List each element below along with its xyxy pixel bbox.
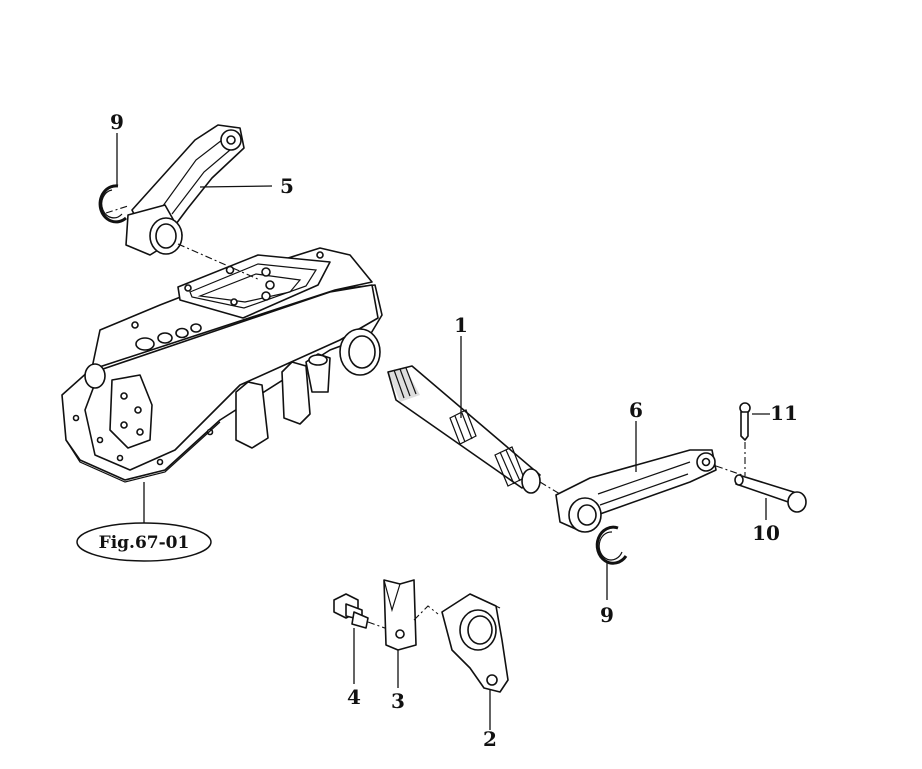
- part-3-plate: [383, 579, 417, 651]
- part-10-pin: [734, 474, 807, 513]
- callout-2[interactable]: 2: [483, 727, 497, 751]
- part-6-alignment-line: [715, 465, 743, 476]
- lift-cover-housing: [61, 247, 383, 483]
- callout-6[interactable]: 6: [629, 398, 643, 422]
- callout-4[interactable]: 4: [347, 685, 361, 709]
- part-6-lift-arm-right: [555, 449, 717, 533]
- part-4-alignment-line: [367, 621, 397, 633]
- part-9-snap-ring-upper: [98, 184, 127, 224]
- part-2-lever-arm: [441, 593, 509, 693]
- figure-reference-text: Fig.67-01: [99, 533, 190, 553]
- callout-9b[interactable]: 9: [600, 603, 614, 627]
- part-1-splined-shaft: [387, 365, 541, 494]
- part-5-lift-arm-left: [125, 124, 245, 256]
- callout-5-leader: [199, 185, 273, 188]
- part-1-alignment-line: [539, 481, 561, 495]
- callout-9a[interactable]: 9: [110, 110, 124, 134]
- callout-11[interactable]: 11: [770, 401, 798, 425]
- part-4-bolt: [333, 593, 369, 629]
- callout-3[interactable]: 3: [391, 689, 405, 713]
- part-3-alignment-line: [413, 605, 439, 621]
- part-9-upper-alignment-line: [105, 205, 129, 214]
- callout-1[interactable]: 1: [454, 313, 468, 337]
- part-11-cotter-pin: [739, 402, 751, 441]
- callout-10[interactable]: 10: [752, 521, 780, 545]
- callout-5[interactable]: 5: [280, 174, 294, 198]
- figure-reference-badge[interactable]: Fig.67-01: [76, 522, 212, 562]
- part-9-snap-ring-lower: [595, 525, 628, 565]
